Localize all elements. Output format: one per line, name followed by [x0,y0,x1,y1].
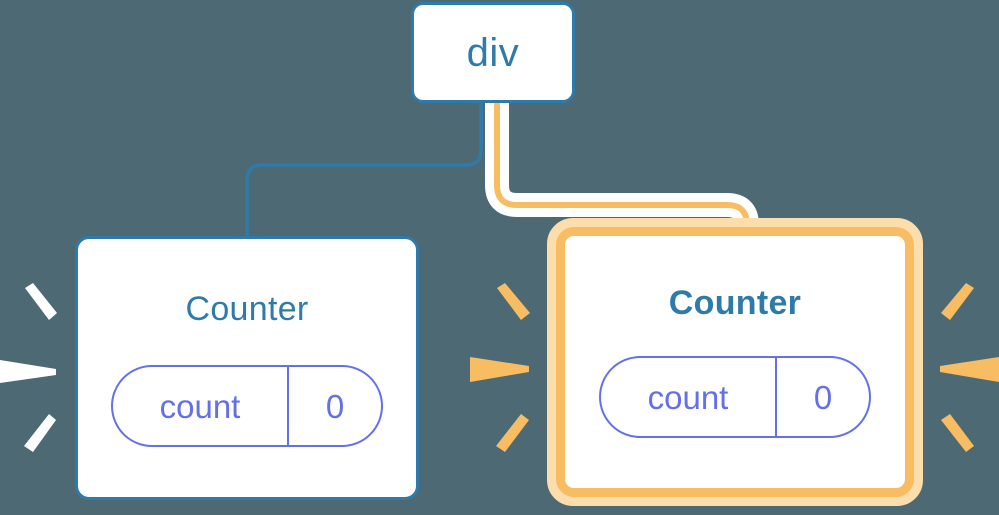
node-div-label: div [466,30,520,75]
sparkle-ray-orange-left-mid [470,357,529,382]
sparkle-ray-orange-left-top [497,283,530,320]
state-value-left: 0 [287,367,381,445]
sparkle-rays-white [0,283,57,452]
node-counter-right-inner: Counter count 0 [556,227,914,497]
sparkle-rays-orange-right [940,283,999,452]
sparkle-rays-orange-left [470,283,530,452]
state-key-left: count [159,387,241,425]
state-value-right: 0 [775,358,869,436]
node-counter-left-title: Counter [185,290,309,328]
sparkle-ray-orange-right-bottom [941,414,974,452]
sparkle-ray-white-mid [0,360,56,383]
sparkle-ray-white-bottom [24,414,56,452]
node-counter-right[interactable]: Counter count 0 [547,218,923,506]
node-div[interactable]: div [411,2,575,103]
edge-div-to-counter-left [245,103,483,236]
sparkle-ray-orange-right-mid [940,357,999,382]
sparkle-ray-orange-left-bottom [496,414,529,452]
state-pill-left: count 0 [111,365,383,447]
sparkle-ray-orange-right-top [941,283,974,320]
state-pill-right: count 0 [599,356,871,438]
sparkle-ray-white-top [25,283,57,320]
state-key-right: count [647,378,729,416]
edge-div-to-counter-right [494,100,750,250]
node-counter-right-title: Counter [668,284,802,322]
node-counter-left[interactable]: Counter count 0 [75,236,419,500]
